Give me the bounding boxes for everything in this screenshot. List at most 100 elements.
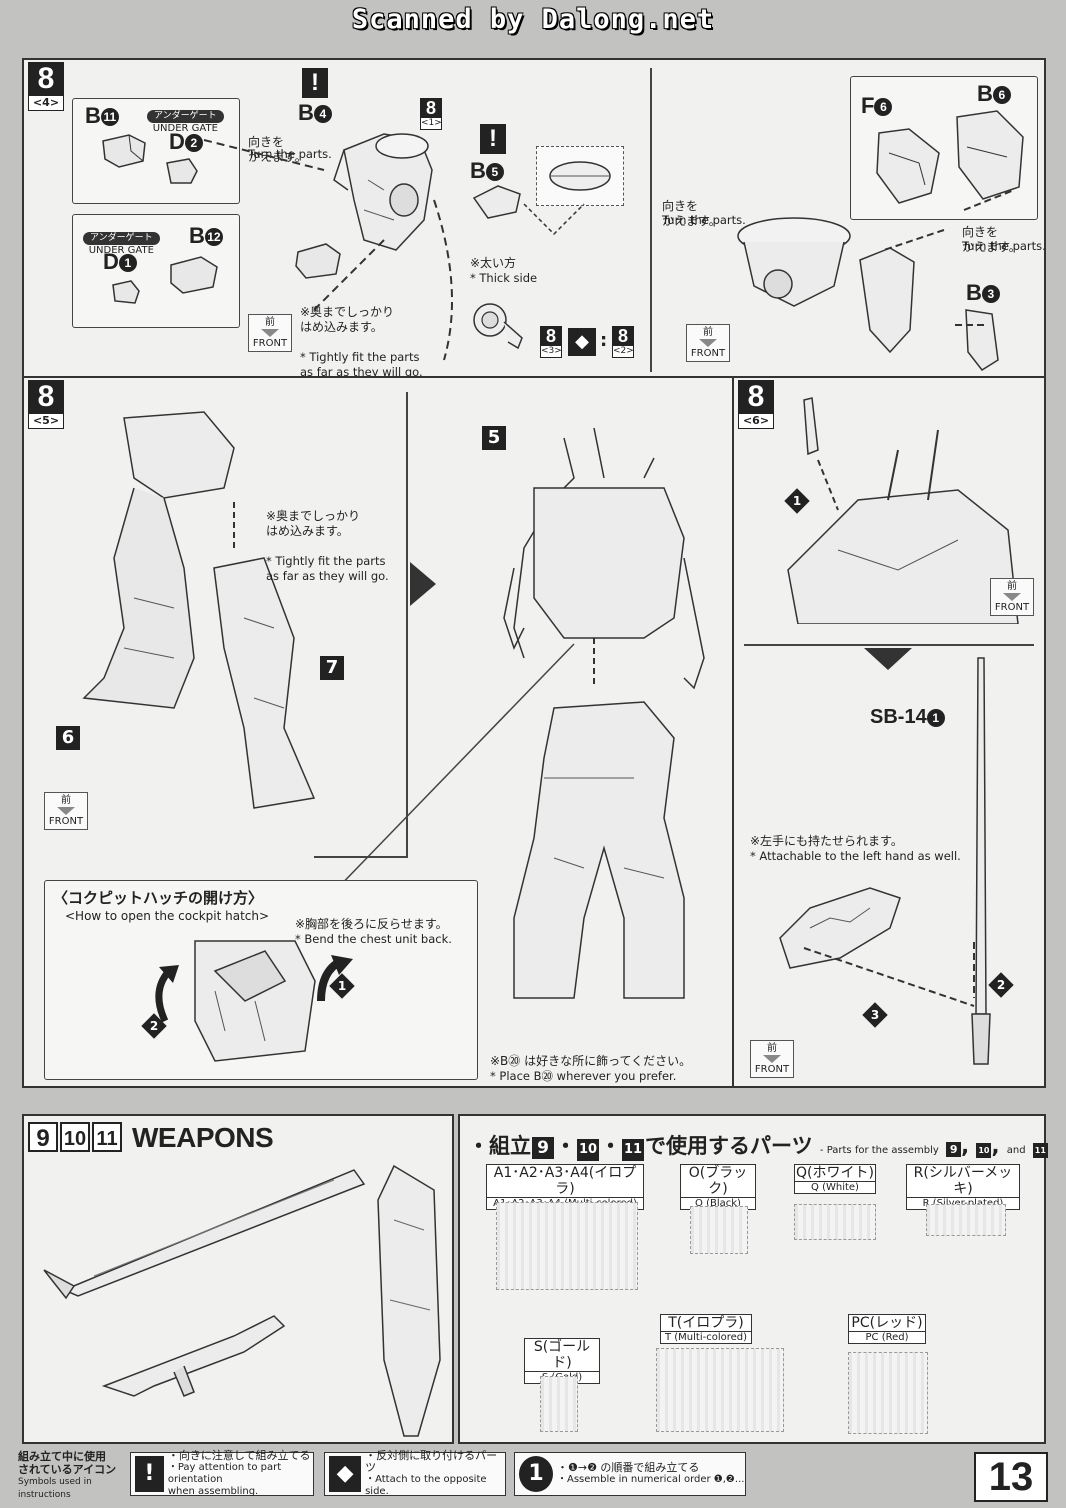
step-order-2: 2 — [988, 972, 1014, 998]
next-step-arrow — [410, 562, 436, 606]
opposite-side-icon: ◆ — [329, 1456, 362, 1492]
cockpit-hatch-title: 〈コクピットハッチの開け方〉 — [53, 889, 264, 907]
torso-side-assembly-drawing — [737, 217, 851, 307]
attach-arrows — [803, 942, 975, 1007]
warning-icon: ! — [135, 1456, 164, 1492]
front-direction-icon-2: 前 FRONT — [750, 1040, 794, 1078]
bend-arrow-1 — [317, 955, 353, 1002]
legend-heading: 組み立て中に使用 されているアイコン Symbols used in instr… — [18, 1450, 117, 1500]
assembly-arrows — [203, 139, 453, 361]
panel-divider — [744, 644, 1034, 646]
legend-numerical-order: 1 ・❶→❷ の順番で組み立てる ・Assemble in numerical … — [514, 1452, 746, 1496]
orientation-warning-icon-2: ! — [480, 124, 506, 154]
part-b12-drawing — [170, 256, 218, 294]
order-icon: 1 — [519, 1456, 553, 1492]
icon-legend: 組み立て中に使用 されているアイコン Symbols used in instr… — [18, 1450, 1048, 1500]
ref-step-8-1: 8 <1> — [420, 98, 442, 130]
part-b11-drawing — [102, 134, 146, 168]
runner-a-drawing — [496, 1202, 638, 1290]
rifle-weapon-drawing — [101, 1315, 286, 1397]
turn-parts-note-3-en: Turn the parts. — [962, 239, 1046, 253]
part-b5-drawing — [472, 185, 521, 219]
mirror-step-8-3: 8 <3> — [540, 326, 562, 358]
weapons-title: WEAPONS — [132, 1122, 274, 1153]
step-10: 10 — [60, 1122, 90, 1152]
left-hand-note: ※左手にも持たせられます。 * Attachable to the left h… — [750, 834, 961, 863]
hand-drawing — [779, 887, 901, 969]
step-badge: 8 <5> — [28, 380, 64, 429]
runner-q-label: Q(ホワイト) Q (White) — [794, 1164, 876, 1194]
upper-body-drawing — [503, 427, 705, 690]
front-direction-icon: 前 FRONT — [248, 314, 292, 352]
under-gate-tag: アンダーゲート UNDER GATE — [83, 225, 160, 256]
runner-pc-drawing — [848, 1352, 928, 1434]
mirror-step-8-2: 8 <2> — [612, 326, 634, 358]
step-11: 11 — [92, 1122, 122, 1152]
turn-parts-note: 向きを かえます。 — [248, 135, 307, 164]
tight-fit-note: ※奥までしっかり はめ込みます。 * Tightly fit the parts… — [300, 305, 423, 379]
leg-assembly-drawing — [82, 411, 316, 809]
turn-parts-note-3: 向きを かえます。 — [962, 225, 1021, 254]
sword-weapon-drawing — [43, 1169, 366, 1300]
part-f6-drawing — [876, 128, 940, 204]
detail-callout-lines — [523, 203, 585, 236]
bend-arrow-2 — [155, 965, 179, 1023]
cockpit-hatch-drawing — [194, 940, 316, 1062]
runner-q-drawing — [794, 1204, 876, 1240]
step-order-1: 1 — [784, 488, 810, 514]
panel-step-8-5: 8 <5> ※奥までしっかり はめ込みます。 * Tightly fit the… — [22, 376, 734, 1088]
backpack-antenna-drawing — [787, 397, 1019, 624]
part-b3-drawing — [965, 309, 999, 371]
runner-o-drawing — [690, 1206, 748, 1254]
part-number-7: 7 — [320, 656, 344, 680]
front-direction-icon: 前 FRONT — [990, 578, 1034, 616]
runner-s-drawing — [540, 1376, 578, 1432]
weapon-step-numbers: 9 10 11 — [28, 1122, 124, 1152]
orientation-warning-icon: ! — [302, 68, 328, 98]
colon-separator: : — [600, 330, 608, 351]
bend-chest-note: ※胸部を後ろに反らせます。 * Bend the chest unit back… — [295, 917, 452, 946]
part-b11-placed-drawing — [295, 243, 341, 279]
cockpit-hatch-subtitle: <How to open the cockpit hatch> — [65, 909, 270, 923]
sword-drawing — [971, 657, 991, 1065]
step-9: 9 — [28, 1122, 58, 1152]
under-gate-tag: アンダーゲート UNDER GATE — [147, 103, 224, 134]
panel-divider — [406, 392, 408, 856]
step-badge: 8 <4> — [28, 62, 64, 111]
step-order-1: 1 — [329, 973, 355, 999]
next-step-arrow — [864, 648, 912, 670]
panel-divider — [650, 68, 652, 372]
runner-o-label: O(ブラック) O (Black) — [680, 1164, 756, 1210]
joint-part-drawing — [473, 303, 523, 350]
panel-divider — [314, 856, 408, 858]
diagonal-separator — [329, 643, 575, 897]
assembly-arrows-right — [883, 189, 1015, 326]
lower-body-drawing — [513, 701, 685, 999]
shield-weapon-drawing — [377, 1164, 441, 1437]
legend-orientation: ! ・向きに注意して組み立てる ・Pay attention to part o… — [130, 1450, 314, 1497]
torso-assembly-drawing — [333, 133, 433, 251]
step-order-2: 2 — [141, 1013, 167, 1039]
part-d1-drawing — [112, 280, 140, 304]
part-b6-drawing — [956, 110, 1024, 200]
front-direction-icon: 前 FRONT — [44, 792, 88, 830]
tight-fit-note: ※奥までしっかり はめ込みます。 * Tightly fit the parts… — [266, 509, 389, 583]
part-number-5: 5 — [482, 426, 506, 450]
runner-r-drawing — [926, 1204, 1006, 1236]
opposite-side-icon: ◆ — [568, 328, 596, 356]
